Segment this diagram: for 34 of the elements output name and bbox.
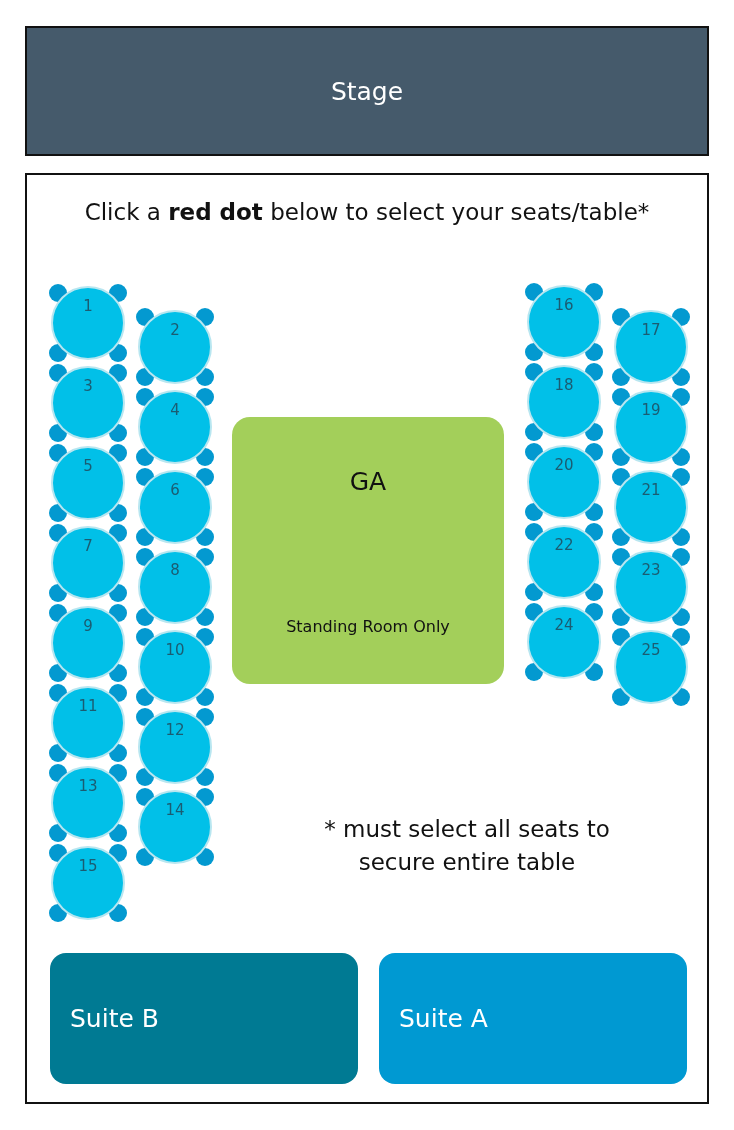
table-number: 10 xyxy=(164,641,186,659)
stage-block: Stage xyxy=(25,26,709,156)
area-title: GA xyxy=(348,467,388,496)
table-number: 9 xyxy=(82,617,94,635)
table-number: 2 xyxy=(169,321,181,339)
standing-area xyxy=(232,417,504,684)
table-number: 24 xyxy=(553,616,575,634)
table-number: 18 xyxy=(553,376,575,394)
table-number: 11 xyxy=(77,697,99,715)
table-number: 17 xyxy=(640,321,662,339)
table-number: 5 xyxy=(82,457,94,475)
table-number: 1 xyxy=(82,297,94,315)
table-number: 14 xyxy=(164,801,186,819)
table-number: 8 xyxy=(169,561,181,579)
table-number: 19 xyxy=(640,401,662,419)
table-number: 7 xyxy=(82,537,94,555)
table-number: 22 xyxy=(553,536,575,554)
suite-block: Suite B xyxy=(50,953,358,1084)
table-number: 21 xyxy=(640,481,662,499)
table-number: 23 xyxy=(640,561,662,579)
instruction-text: Click a red dot below to select your seats/table* xyxy=(83,199,651,225)
table-number: 13 xyxy=(77,777,99,795)
area-subtitle: Standing Room Only xyxy=(285,617,451,636)
floor-area xyxy=(25,173,709,1104)
note-text: * must select all seats to secure entire table xyxy=(323,815,611,877)
table-number: 6 xyxy=(169,481,181,499)
suite-block: Suite A xyxy=(379,953,687,1084)
table-number: 20 xyxy=(553,456,575,474)
table-number: 15 xyxy=(77,857,99,875)
table-number: 16 xyxy=(553,296,575,314)
table-number: 3 xyxy=(82,377,94,395)
table-number: 4 xyxy=(169,401,181,419)
table-number: 12 xyxy=(164,721,186,739)
table-number: 25 xyxy=(640,641,662,659)
